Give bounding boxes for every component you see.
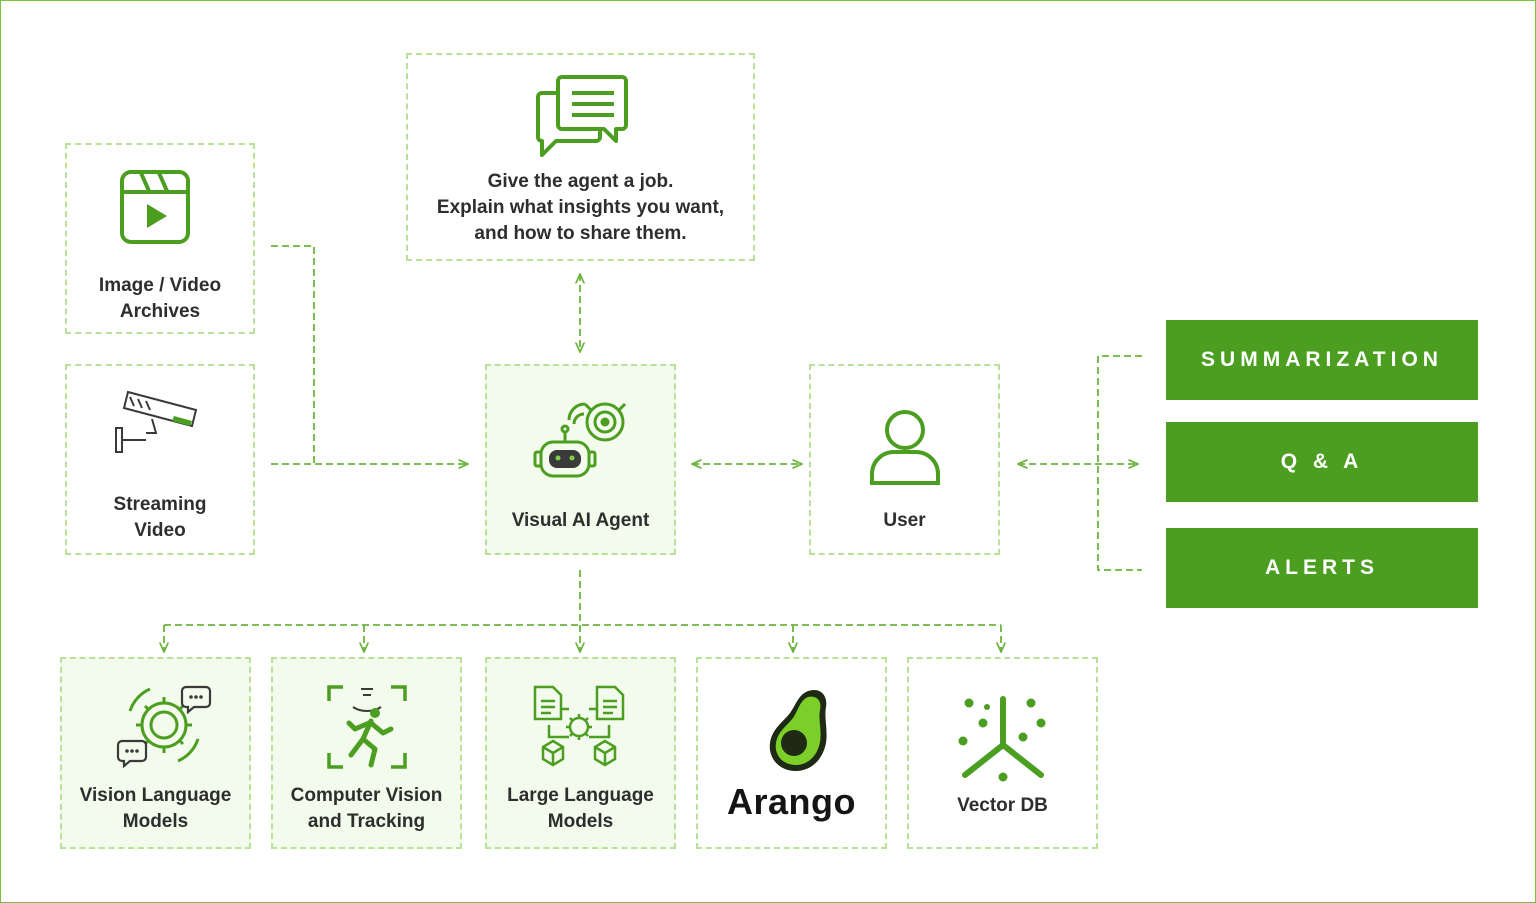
- vector-db-icon: [958, 696, 1046, 782]
- llm-label: Large Language Models: [507, 785, 654, 832]
- arango-box: Arango: [696, 657, 887, 849]
- prompt-box: Give the agent a job. Explain what insig…: [406, 53, 755, 261]
- user-icon: [870, 410, 940, 485]
- alerts-button[interactable]: ALERTS: [1166, 528, 1478, 608]
- vlm-label: Vision Language Models: [79, 785, 232, 832]
- user-label: User: [883, 510, 926, 531]
- arango-wordmark: Arango: [727, 781, 856, 822]
- agent-label: Visual AI Agent: [511, 510, 650, 531]
- vlm-box: Vision Language Models: [60, 657, 251, 849]
- streaming-label: Streaming Video: [113, 494, 207, 541]
- summarization-button[interactable]: SUMMARIZATION: [1166, 320, 1478, 400]
- vectordb-label: Vector DB: [957, 795, 1048, 816]
- llm-box: Large Language Models: [485, 657, 676, 849]
- agent-box: Visual AI Agent: [485, 364, 676, 555]
- security-camera-icon: [115, 390, 198, 453]
- user-box: User: [809, 364, 1000, 555]
- video-clip-icon: [120, 170, 190, 244]
- documents-gear-icon: [533, 685, 625, 767]
- avocado-logo-icon: [769, 689, 827, 771]
- ai-robot-icon: [533, 402, 627, 478]
- qa-button[interactable]: Q & A: [1166, 422, 1478, 502]
- vectordb-box: Vector DB: [907, 657, 1098, 849]
- cv-box: Computer Vision and Tracking: [271, 657, 462, 849]
- running-person-scan-icon: [327, 685, 407, 769]
- cv-label: Computer Vision and Tracking: [290, 785, 443, 832]
- archives-label: Image / Video Archives: [98, 275, 222, 322]
- brain-gear-icon: [116, 685, 212, 769]
- streaming-box: Streaming Video: [65, 364, 255, 555]
- prompt-text: Give the agent a job. Explain what insig…: [436, 171, 725, 244]
- archives-box: Image / Video Archives: [65, 143, 255, 334]
- chat-bubbles-icon: [536, 75, 628, 157]
